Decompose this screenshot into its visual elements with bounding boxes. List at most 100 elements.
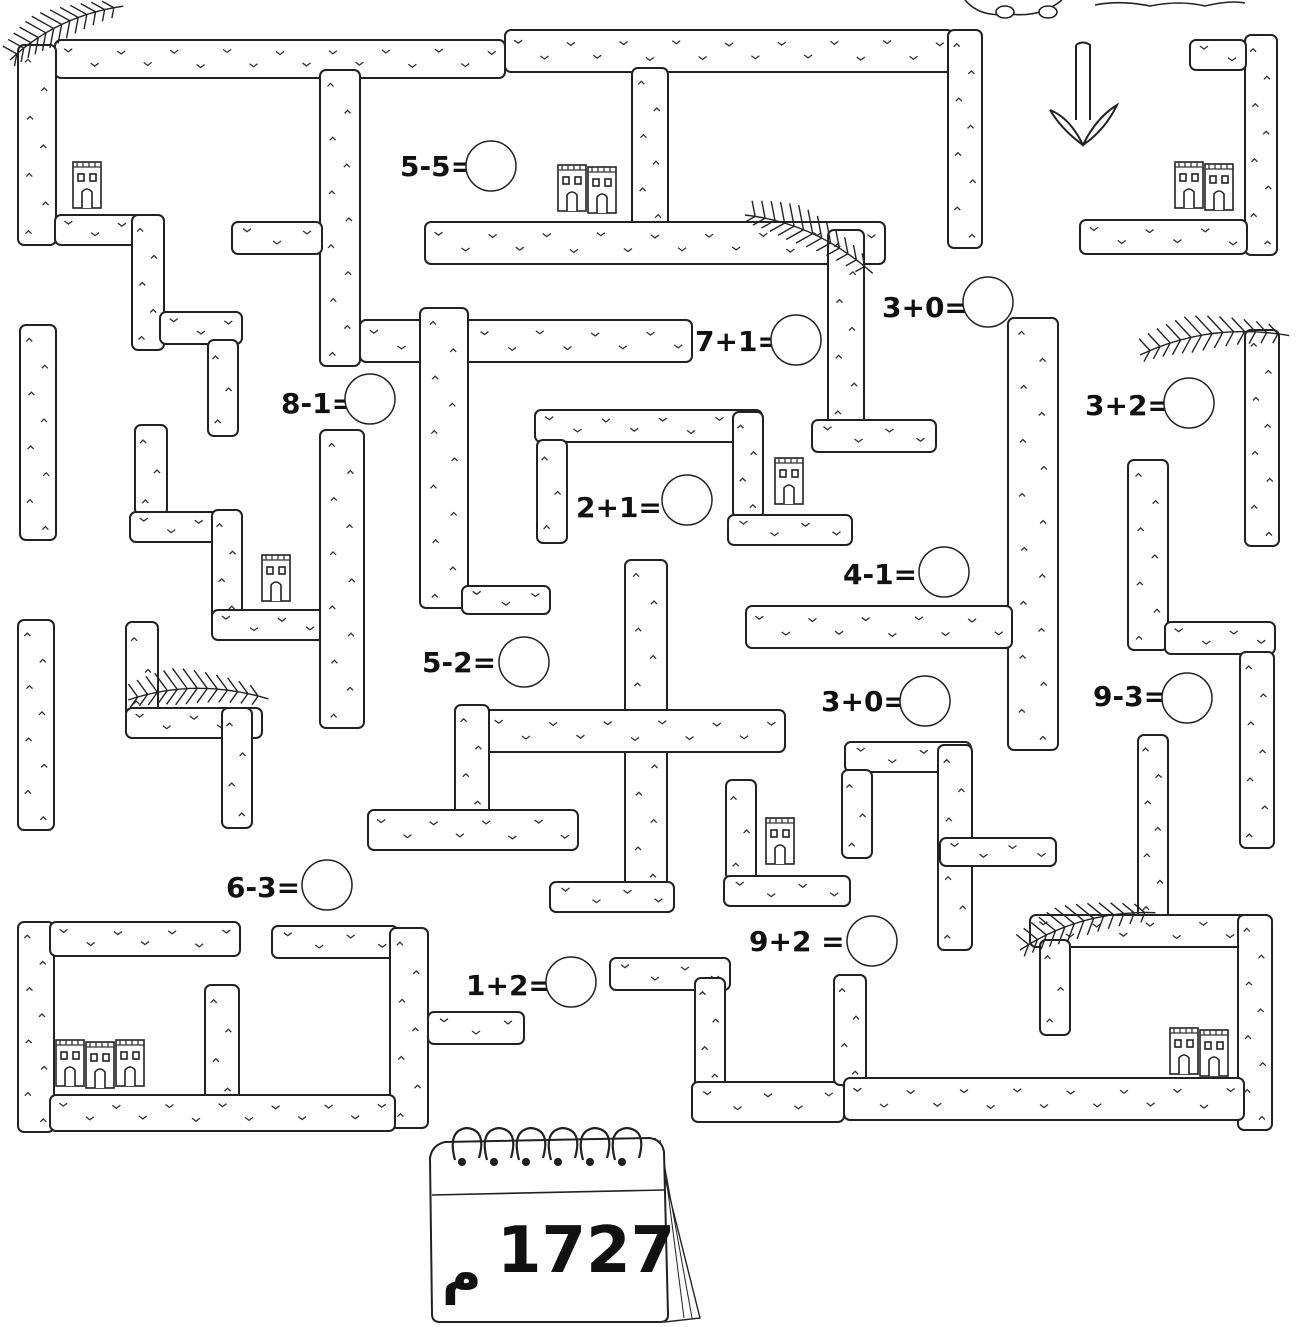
palm-trunk-wall	[1039, 939, 1071, 1036]
palm-trunk-wall	[207, 339, 239, 437]
palm-frond-icon	[1138, 315, 1290, 362]
maze-decorations	[2, 0, 1290, 1089]
equation-label: 3+0=	[882, 291, 968, 324]
equation-9+2: 9+2 =	[749, 915, 898, 967]
equation-label: 1+2=	[466, 969, 552, 1002]
palm-trunk-wall	[549, 881, 675, 913]
calendar-icon: 1727 م	[428, 1126, 701, 1323]
answer-circle[interactable]	[545, 956, 597, 1008]
palm-trunk-wall	[694, 977, 726, 1089]
palm-trunk-wall	[17, 619, 55, 831]
palm-trunk-wall	[221, 707, 253, 829]
palm-trunk-wall	[947, 29, 983, 249]
equation-5-2: 5-2=	[422, 636, 550, 688]
mud-house-icon	[1169, 1027, 1229, 1077]
palm-trunk-wall	[389, 927, 429, 1129]
answer-circle[interactable]	[918, 546, 970, 598]
palm-trunk-wall	[461, 585, 551, 615]
answer-circle[interactable]	[498, 636, 550, 688]
palm-trunk-wall	[204, 984, 240, 1104]
answer-circle[interactable]	[344, 373, 396, 425]
palm-trunk-wall	[134, 424, 168, 516]
equation-7+1: 7+1=	[695, 314, 822, 366]
palm-trunk-wall	[691, 1081, 845, 1123]
palm-trunk-wall	[631, 67, 669, 229]
palm-trunk-wall	[211, 609, 325, 641]
equation-label: 9+2 =	[749, 925, 845, 958]
palm-trunk-wall	[1079, 219, 1248, 255]
down-arrow-icon	[1049, 41, 1120, 148]
palm-trunk-wall	[1244, 329, 1280, 547]
equation-5-5: 5-5=	[400, 140, 517, 192]
mud-house-icon	[557, 164, 617, 214]
answer-circle[interactable]	[962, 276, 1014, 328]
palm-trunk-wall	[211, 509, 243, 621]
palm-trunk-wall	[419, 307, 469, 609]
palm-trunk-wall	[1127, 459, 1169, 651]
palm-trunk-wall	[159, 311, 243, 345]
answer-circle[interactable]	[1161, 672, 1213, 724]
equation-8-1: 8-1=	[281, 373, 396, 425]
palm-trunk-wall	[1239, 651, 1275, 849]
calendar-year: 1727	[497, 1214, 675, 1288]
palm-trunk-wall	[745, 605, 1013, 649]
equation-3+0-a: 3+0=	[882, 276, 1014, 328]
answer-circle[interactable]	[465, 140, 517, 192]
answer-circle[interactable]	[899, 675, 951, 727]
palm-trunk-wall	[319, 429, 365, 729]
equation-6-3: 6-3=	[226, 859, 353, 911]
palm-trunk-wall	[367, 809, 579, 851]
equation-label: 7+1=	[695, 325, 781, 358]
palm-trunk-wall	[841, 769, 873, 859]
mud-house-icon	[261, 554, 291, 602]
palm-frond-icon	[127, 667, 269, 708]
equation-label: 2+1=	[576, 491, 662, 524]
palm-trunk-wall	[536, 439, 568, 544]
equation-3+0-b: 3+0=	[821, 675, 951, 727]
palm-trunk-wall	[843, 1077, 1245, 1121]
palm-trunk-wall	[427, 1011, 525, 1045]
palm-trunk-wall	[319, 69, 361, 367]
palm-trunk-wall	[833, 974, 867, 1086]
palm-trunk-wall	[939, 837, 1057, 867]
mud-house-icon	[1174, 161, 1234, 211]
palm-trunk-wall	[231, 221, 323, 255]
palm-trunk-wall	[1164, 621, 1276, 655]
palm-trunk-wall	[534, 409, 763, 443]
mud-house-icon	[765, 817, 795, 865]
calendar-rings	[451, 1126, 643, 1167]
palm-trunk-wall	[131, 214, 165, 351]
answer-circle[interactable]	[770, 314, 822, 366]
palm-trunk-wall	[19, 324, 57, 541]
answer-circle[interactable]	[846, 915, 898, 967]
equation-label: 5-5=	[400, 150, 474, 183]
answer-circle[interactable]	[1163, 377, 1215, 429]
palm-trunk-wall	[811, 419, 937, 453]
equation-label: 4-1=	[843, 558, 917, 591]
equation-label: 6-3=	[226, 871, 300, 904]
palm-trunk-wall	[49, 1094, 396, 1132]
maze-walls	[17, 29, 1280, 1133]
palm-trunk-wall	[1189, 39, 1247, 71]
palm-trunk-wall	[454, 704, 490, 816]
palm-trunk-wall	[1237, 914, 1273, 1131]
equation-label: 3+0=	[821, 685, 907, 718]
palm-trunk-wall	[1244, 34, 1278, 256]
equation-3+2: 3+2=	[1085, 377, 1215, 429]
calendar-era-suffix: م	[442, 1242, 482, 1305]
equation-label: 9-3=	[1093, 680, 1167, 713]
palm-frond-icon	[1015, 902, 1156, 957]
palm-trunk-wall	[17, 44, 57, 246]
answer-circle[interactable]	[301, 859, 353, 911]
equation-2+1: 2+1=	[576, 474, 713, 526]
palm-trunk-wall	[504, 29, 954, 73]
palm-trunk-wall	[725, 779, 757, 881]
equation-1+2: 1+2=	[466, 956, 597, 1008]
answer-circle[interactable]	[661, 474, 713, 526]
palm-trunk-wall	[1007, 317, 1059, 751]
palm-trunk-wall	[54, 39, 506, 79]
equation-label: 5-2=	[422, 646, 496, 679]
palm-trunk-wall	[723, 875, 851, 907]
mud-house-icon	[72, 161, 102, 209]
